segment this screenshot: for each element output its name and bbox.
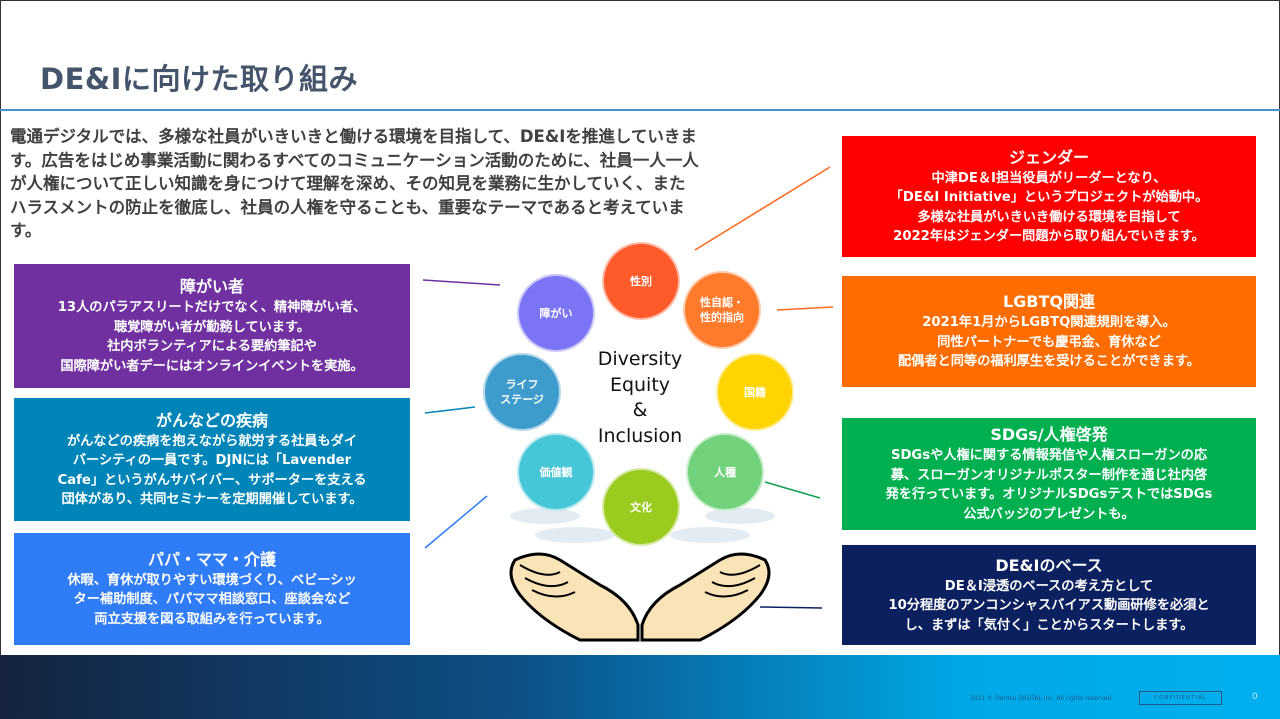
confidential-badge: CONFIDENTIAL [1139, 691, 1222, 705]
connector-disability [422, 279, 501, 286]
box-title: 障がい者 [179, 277, 244, 296]
connector-base [759, 606, 823, 609]
circle-gender: 性別 [602, 242, 680, 320]
connector-parents [424, 495, 488, 549]
circle-disability: 障がい [517, 274, 595, 352]
hands-illustration [509, 552, 771, 642]
box-title: DE&Iのベース [995, 555, 1103, 575]
connector-illness [424, 406, 476, 414]
circle-culture: 文化 [602, 468, 680, 546]
box-body: 13人のパラアスリートだけでなく、精神障がい者、 聴覚障がい者が勤務しています。… [57, 300, 367, 374]
illness-box: がんなどの疾病 がんなどの疾病を抱えながら就労する社員もダイ バーシティの一員で… [14, 398, 410, 521]
sdgs-box: SDGs/人権啓発 SDGsや人権に関する情報発信や人権スローガンの応 募、スロ… [842, 418, 1256, 530]
box-title: LGBTQ関連 [1002, 292, 1096, 312]
box-title: ジェンダー [1008, 147, 1089, 167]
box-title: SDGs/人権啓発 [990, 425, 1108, 444]
circle-nationality: 国籍 [716, 353, 794, 431]
disability-box: 障がい者 13人のパラアスリートだけでなく、精神障がい者、 聴覚障がい者が勤務し… [14, 264, 410, 388]
box-body: 2021年1月からLGBTQ関連規則を導入。 同性パートナーでも慶弔金、育休など… [898, 315, 1200, 370]
page-number: 0 [1252, 692, 1258, 702]
box-title: パパ・ママ・介護 [147, 549, 276, 569]
gender-box: ジェンダー 中津DE＆I担当役員がリーダーとなり、 「DE&I Initiati… [842, 136, 1256, 257]
box-body: 休暇、育休が取りやすい環境づくり、ベビーシッ ター補助制度、パパママ相談窓口、座… [67, 572, 357, 627]
diagram-center-label: Diversity Equity & Inclusion [597, 348, 683, 447]
circle-sexual-orientation: 性自認・ 性的指向 [683, 271, 761, 349]
copyright: 2021 © Dentsu DIGITAL Inc. All rights re… [970, 695, 1114, 702]
title-divider [0, 109, 1280, 111]
box-title: がんなどの疾病 [155, 410, 268, 430]
box-body: 中津DE＆I担当役員がリーダーとなり、 「DE&I Initiative」という… [889, 170, 1209, 245]
box-body: SDGsや人権に関する情報発信や人権スローガンの応 募、スローガンオリジナルポス… [885, 448, 1213, 522]
intro-text: 電通デジタルでは、多様な社員がいきいきと働ける環境を目指して、DE&Iを推進して… [10, 127, 699, 240]
parents-care-box: パパ・ママ・介護 休暇、育休が取りやすい環境づくり、ベビーシッ ター補助制度、パ… [14, 533, 410, 645]
lgbtq-box: LGBTQ関連 2021年1月からLGBTQ関連規則を導入。 同性パートナーでも… [842, 276, 1256, 387]
connector-gender [694, 166, 831, 251]
shadow-ellipses [510, 508, 775, 543]
footer-bar [0, 655, 1280, 719]
box-body: DE＆I浸透のベースの考え方として 10分程度のアンコンシャスバイアス動画研修を… [888, 578, 1210, 633]
dei-base-box: DE&Iのベース DE＆I浸透のベースの考え方として 10分程度のアンコンシャス… [842, 545, 1256, 645]
page-title: DE&Iに向けた取り組み [40, 62, 358, 96]
circle-life-stage: ライフ ステージ [483, 353, 561, 431]
connector-sdgs [764, 481, 821, 499]
circle-values: 価値観 [517, 433, 595, 511]
circle-race: 人種 [686, 433, 764, 511]
connector-lgbtq [776, 306, 834, 311]
box-body: がんなどの疾病を抱えながら就労する社員もダイ バーシティの一員です。DJNには「… [57, 433, 367, 508]
